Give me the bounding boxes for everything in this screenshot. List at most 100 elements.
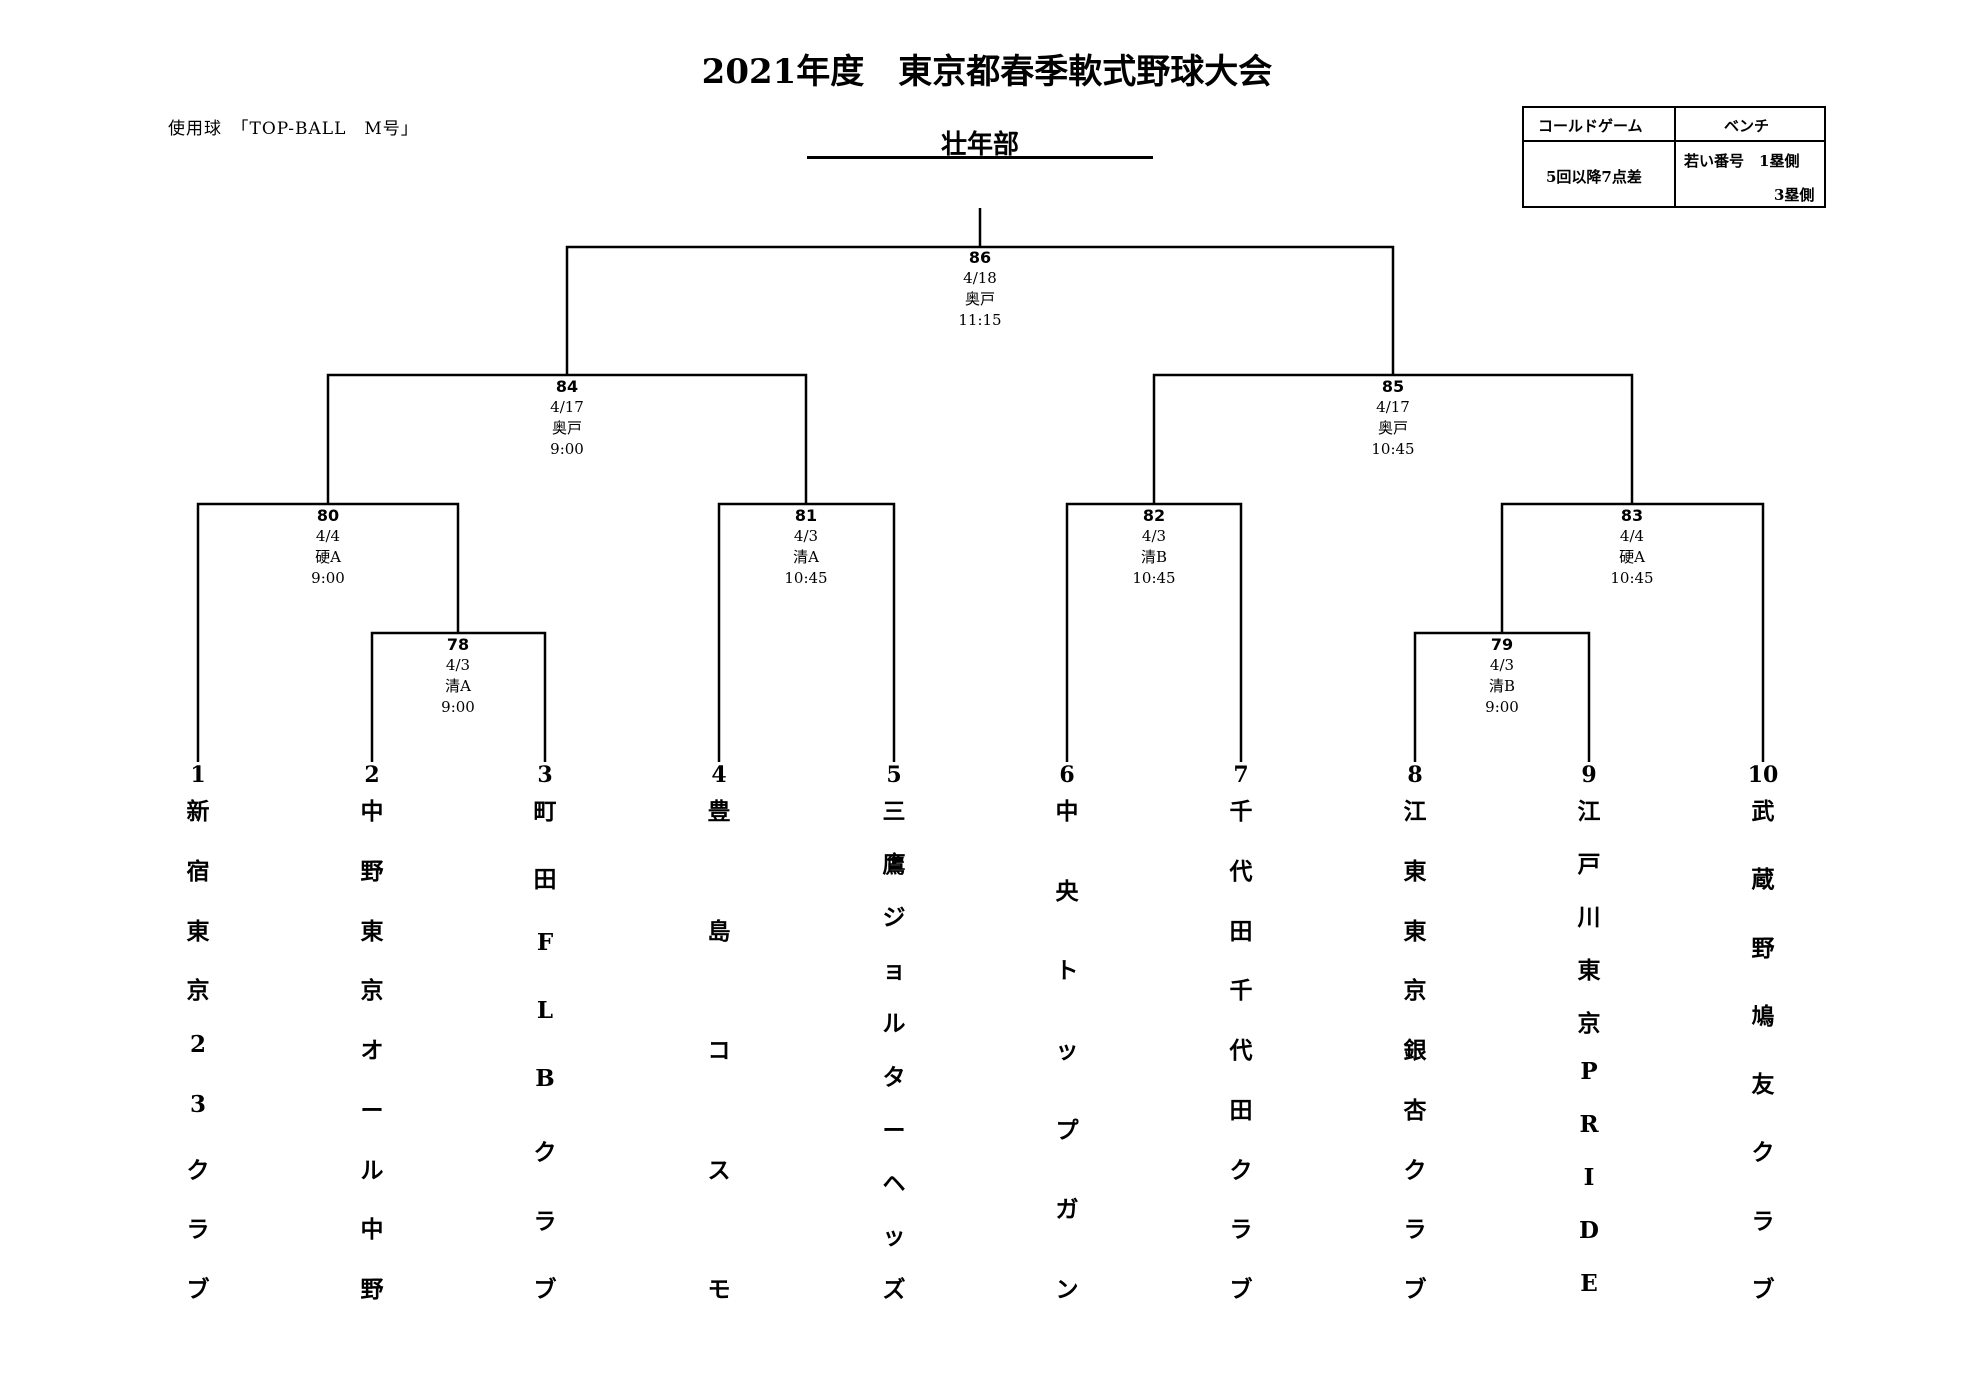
- team-name-char: 野: [360, 1276, 384, 1303]
- bracket-line: [370, 631, 547, 762]
- team-name-char: ョ: [882, 957, 906, 985]
- match-time: 10:45: [1610, 569, 1654, 587]
- team-name-char: 野: [360, 857, 384, 885]
- team-name-char: 東: [1403, 857, 1427, 885]
- team-name-char: 町: [533, 798, 557, 825]
- team-name-char: ラ: [1229, 1216, 1253, 1244]
- team-name-char: 川: [1577, 904, 1601, 932]
- match-venue: 奥戸: [551, 419, 582, 437]
- team-name-char: ジ: [882, 904, 906, 932]
- team-name-char: 戸: [1577, 851, 1601, 879]
- team-name-char: 蔵: [1751, 866, 1775, 894]
- match-date: 4/18: [963, 269, 997, 287]
- team-name-char: モ: [707, 1276, 731, 1303]
- team-name-char: ラ: [186, 1216, 210, 1244]
- team-name-char: ク: [1403, 1156, 1427, 1184]
- match-82: 82 4/3 清B 10:45: [1094, 505, 1214, 589]
- bracket-line: [1065, 502, 1243, 762]
- match-time: 10:45: [1371, 440, 1415, 458]
- team-name-char: 友: [1751, 1071, 1775, 1099]
- match-date: 4/3: [793, 527, 819, 545]
- team-name-char: 千: [1229, 798, 1253, 825]
- team-name-char: 杏: [1403, 1096, 1427, 1124]
- match-date: 4/3: [1141, 527, 1167, 545]
- bracket-line: [565, 208, 1395, 375]
- team-name-char: 代: [1229, 857, 1253, 885]
- match-time: 9:00: [550, 440, 584, 458]
- team-name-char: コ: [707, 1037, 731, 1064]
- bracket-line: [1500, 502, 1765, 762]
- team-name-char: ブ: [1229, 1276, 1253, 1303]
- team-name-char: 千: [1229, 977, 1253, 1005]
- team-name-char: F: [536, 928, 554, 956]
- bracket-line: [196, 502, 460, 762]
- team-name-char: ク: [1229, 1156, 1253, 1184]
- team-number: 2: [364, 762, 380, 788]
- match-78: 78 4/3 清A 9:00: [398, 634, 518, 718]
- team-name-char: ラ: [1403, 1216, 1427, 1244]
- team-name-char: B: [535, 1065, 555, 1093]
- team-name-char: 銀: [1403, 1037, 1427, 1064]
- team-number: 1: [190, 762, 206, 788]
- match-time: 11:15: [958, 311, 1002, 329]
- match-date: 4/17: [550, 398, 584, 416]
- match-time: 9:00: [311, 569, 345, 587]
- bracket-line: [717, 502, 896, 762]
- team-name-char: ブ: [1403, 1276, 1427, 1303]
- team-name-char: 東: [1577, 957, 1601, 985]
- team-name-char: 三: [882, 798, 906, 825]
- team-number: 10: [1747, 762, 1779, 788]
- team-name-char: 豊: [707, 798, 731, 825]
- match-venue: 清A: [445, 677, 471, 695]
- team-name-char: 代: [1229, 1037, 1253, 1064]
- team-name-char: ク: [1751, 1139, 1775, 1167]
- match-time: 9:00: [441, 698, 475, 716]
- match-venue: 奥戸: [964, 290, 995, 308]
- match-time: 10:45: [1132, 569, 1176, 587]
- team-name-char: 東: [186, 917, 210, 945]
- match-number: 80: [316, 506, 340, 525]
- match-number: 78: [446, 635, 470, 654]
- rules-table-divider: [1674, 108, 1676, 206]
- match-number: 83: [1620, 506, 1644, 525]
- team-name-char: I: [1583, 1163, 1595, 1191]
- rules-table: コールドゲーム ベンチ 5回以降7点差 若い番号 1塁側 3塁側: [1522, 106, 1826, 208]
- team-name-char: 京: [1403, 977, 1427, 1005]
- team-name-char: ー: [882, 1116, 906, 1144]
- match-venue: 硬A: [315, 548, 341, 566]
- team-name-char: ズ: [882, 1276, 906, 1303]
- match-venue: 清B: [1140, 548, 1168, 566]
- match-date: 4/17: [1376, 398, 1410, 416]
- team-name-char: 京: [1577, 1010, 1601, 1038]
- team-name-char: 中: [360, 798, 384, 825]
- match-time: 10:45: [784, 569, 828, 587]
- bench-rule-first-base: 若い番号 1塁側: [1684, 152, 1800, 170]
- team-name-char: ト: [1055, 957, 1079, 985]
- team-name-char: ク: [186, 1156, 210, 1184]
- team-name-char: D: [1579, 1216, 1599, 1244]
- team-name-char: 中: [1055, 798, 1079, 825]
- team-name-char: タ: [882, 1063, 906, 1091]
- team-name-char: ル: [360, 1156, 384, 1184]
- team-number: 9: [1581, 762, 1597, 788]
- team-name-char: 武: [1751, 798, 1775, 825]
- team-name-char: ブ: [186, 1276, 210, 1303]
- match-time: 9:00: [1485, 698, 1519, 716]
- team-name-char: 東: [360, 917, 384, 945]
- division-title: 壮年部: [940, 130, 1019, 160]
- team-name-char: ブ: [1751, 1276, 1775, 1303]
- match-date: 4/4: [1619, 527, 1645, 545]
- team-name-char: L: [536, 996, 554, 1024]
- team-name-char: ル: [882, 1010, 906, 1038]
- team-number: 4: [711, 762, 727, 788]
- team-name-char: ガ: [1055, 1196, 1079, 1224]
- bench-rule-third-base: 3塁側: [1774, 186, 1815, 204]
- team-name-char: 江: [1403, 798, 1427, 825]
- team-name-char: ス: [707, 1156, 731, 1184]
- match-number: 82: [1142, 506, 1166, 525]
